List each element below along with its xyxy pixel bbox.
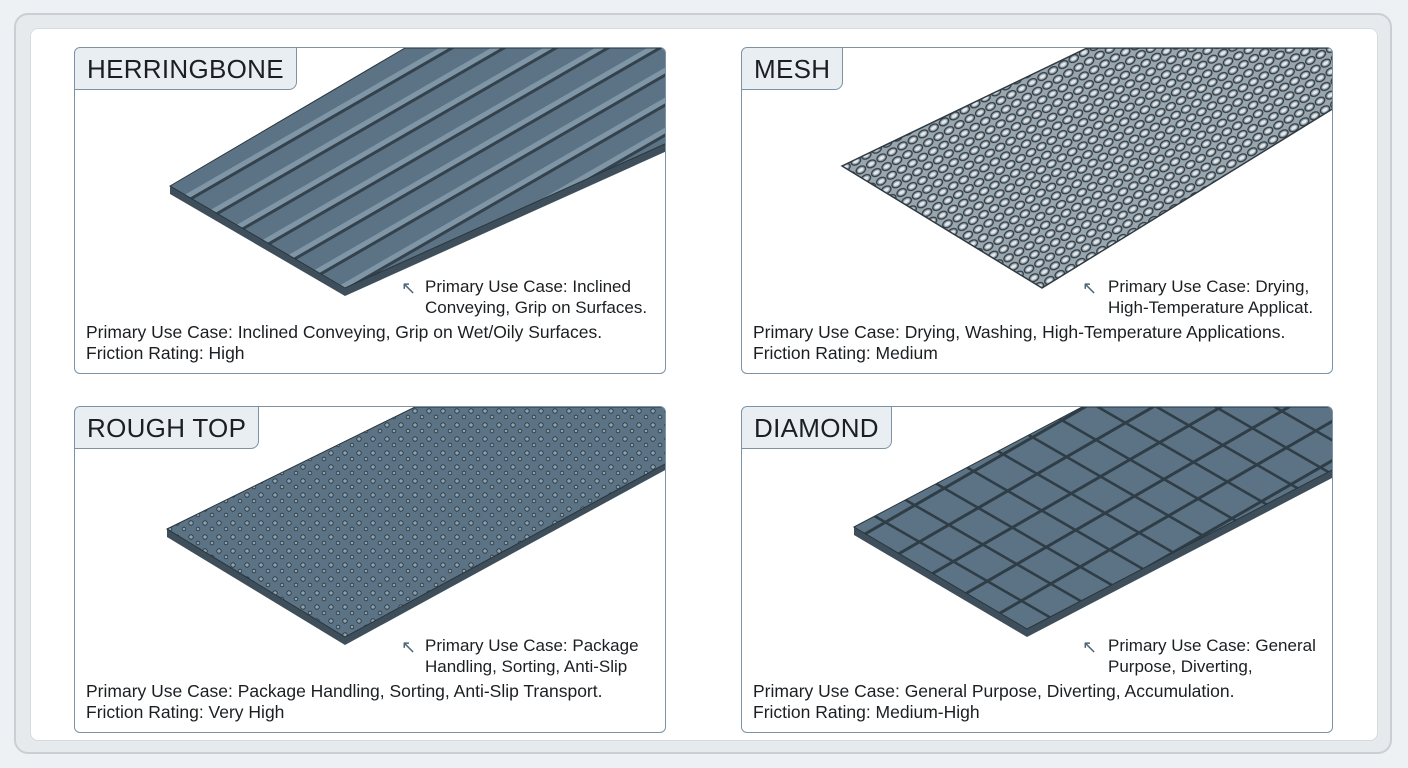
- use-case: Primary Use Case: General Purpose, Diver…: [753, 681, 1235, 701]
- panel-mesh: MESH ↖ Primary Use Case: Drying,High-Tem…: [741, 47, 1333, 374]
- panel-title: DIAMOND: [742, 407, 892, 449]
- arrow-icon: ↖: [1082, 637, 1098, 657]
- panel-herringbone: HERRINGBONE ↖ Primary Use Case: Inclined…: [74, 47, 666, 374]
- rough-top-belt-illustration: [165, 407, 665, 645]
- arrow-icon: ↖: [1082, 278, 1098, 298]
- diamond-belt-illustration: [852, 407, 1332, 637]
- panel-title: HERRINGBONE: [75, 48, 297, 90]
- friction-rating: Friction Rating: High: [86, 343, 245, 363]
- description: Primary Use Case: General Purpose, Diver…: [753, 681, 1234, 723]
- use-case: Primary Use Case: Inclined Conveying, Gr…: [86, 322, 603, 342]
- friction-rating: Friction Rating: Medium: [753, 343, 938, 363]
- arrow-icon: ↖: [401, 278, 417, 298]
- panel-title: ROUGH TOP: [75, 407, 260, 449]
- description: Primary Use Case: Inclined Conveying, Gr…: [86, 322, 602, 364]
- description: Primary Use Case: Package Handling, Sort…: [86, 681, 602, 723]
- friction-rating: Friction Rating: Very High: [86, 702, 285, 722]
- use-case: Primary Use Case: Package Handling, Sort…: [86, 681, 603, 701]
- callout-text: Primary Use Case: Drying,High-Temperatur…: [1108, 277, 1314, 317]
- use-case: Primary Use Case: Drying, Washing, High-…: [753, 322, 1286, 342]
- friction-rating: Friction Rating: Medium-High: [753, 702, 980, 722]
- panel-title: MESH: [742, 48, 844, 90]
- herringbone-belt-illustration: [169, 48, 665, 296]
- mesh-belt-illustration: [840, 48, 1332, 289]
- arrow-icon: ↖: [401, 637, 417, 657]
- description: Primary Use Case: Drying, Washing, High-…: [753, 322, 1285, 364]
